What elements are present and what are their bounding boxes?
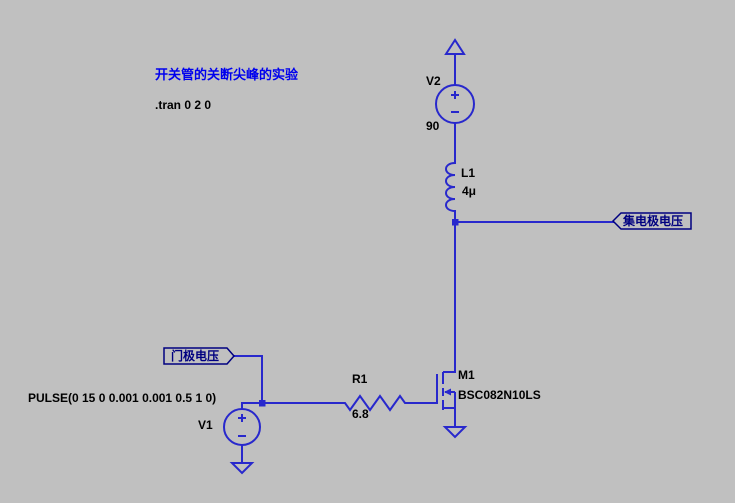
net-flag-gate[interactable] bbox=[163, 347, 235, 365]
net-label-collector[interactable]: 集电极电压 bbox=[623, 214, 684, 228]
m1-value[interactable]: BSC082N10LS bbox=[458, 388, 541, 402]
ground-icon[interactable] bbox=[442, 426, 468, 439]
comment-text[interactable]: 开关管的关断尖峰的实验 bbox=[155, 67, 299, 82]
ground-icon[interactable] bbox=[229, 462, 255, 475]
net-label-gate[interactable]: 门极电压 bbox=[171, 349, 220, 363]
v2-designator[interactable]: V2 bbox=[426, 74, 441, 88]
spice-directive[interactable]: .tran 0 2 0 bbox=[155, 98, 212, 112]
resistor-r1[interactable] bbox=[338, 394, 412, 412]
v1-designator[interactable]: V1 bbox=[198, 418, 213, 432]
plus-sign-icon bbox=[451, 91, 459, 99]
voltage-source-v2[interactable] bbox=[435, 84, 475, 124]
junction-dot bbox=[259, 400, 266, 407]
v2-value[interactable]: 90 bbox=[426, 119, 440, 133]
r1-designator[interactable]: R1 bbox=[352, 372, 368, 386]
voltage-source-v1[interactable] bbox=[223, 408, 261, 446]
wire-gate-flag-to-node[interactable] bbox=[233, 355, 263, 404]
m1-designator[interactable]: M1 bbox=[458, 368, 475, 382]
wire-resistor-to-v1[interactable] bbox=[241, 402, 339, 410]
net-flag-collector[interactable] bbox=[611, 212, 692, 230]
mosfet-m1[interactable] bbox=[436, 371, 456, 410]
l1-value[interactable]: 4μ bbox=[462, 184, 477, 198]
inductor-l1[interactable] bbox=[445, 162, 456, 212]
l1-designator[interactable]: L1 bbox=[461, 166, 476, 180]
mosfet-arrow-icon bbox=[444, 388, 451, 396]
v1-value[interactable]: PULSE(0 15 0 0.001 0.001 0.5 1 0) bbox=[28, 391, 217, 405]
power-flag-icon[interactable] bbox=[444, 38, 466, 55]
junction-dot bbox=[452, 219, 459, 226]
r1-value[interactable]: 6.8 bbox=[352, 407, 369, 421]
plus-sign-icon bbox=[238, 414, 246, 422]
